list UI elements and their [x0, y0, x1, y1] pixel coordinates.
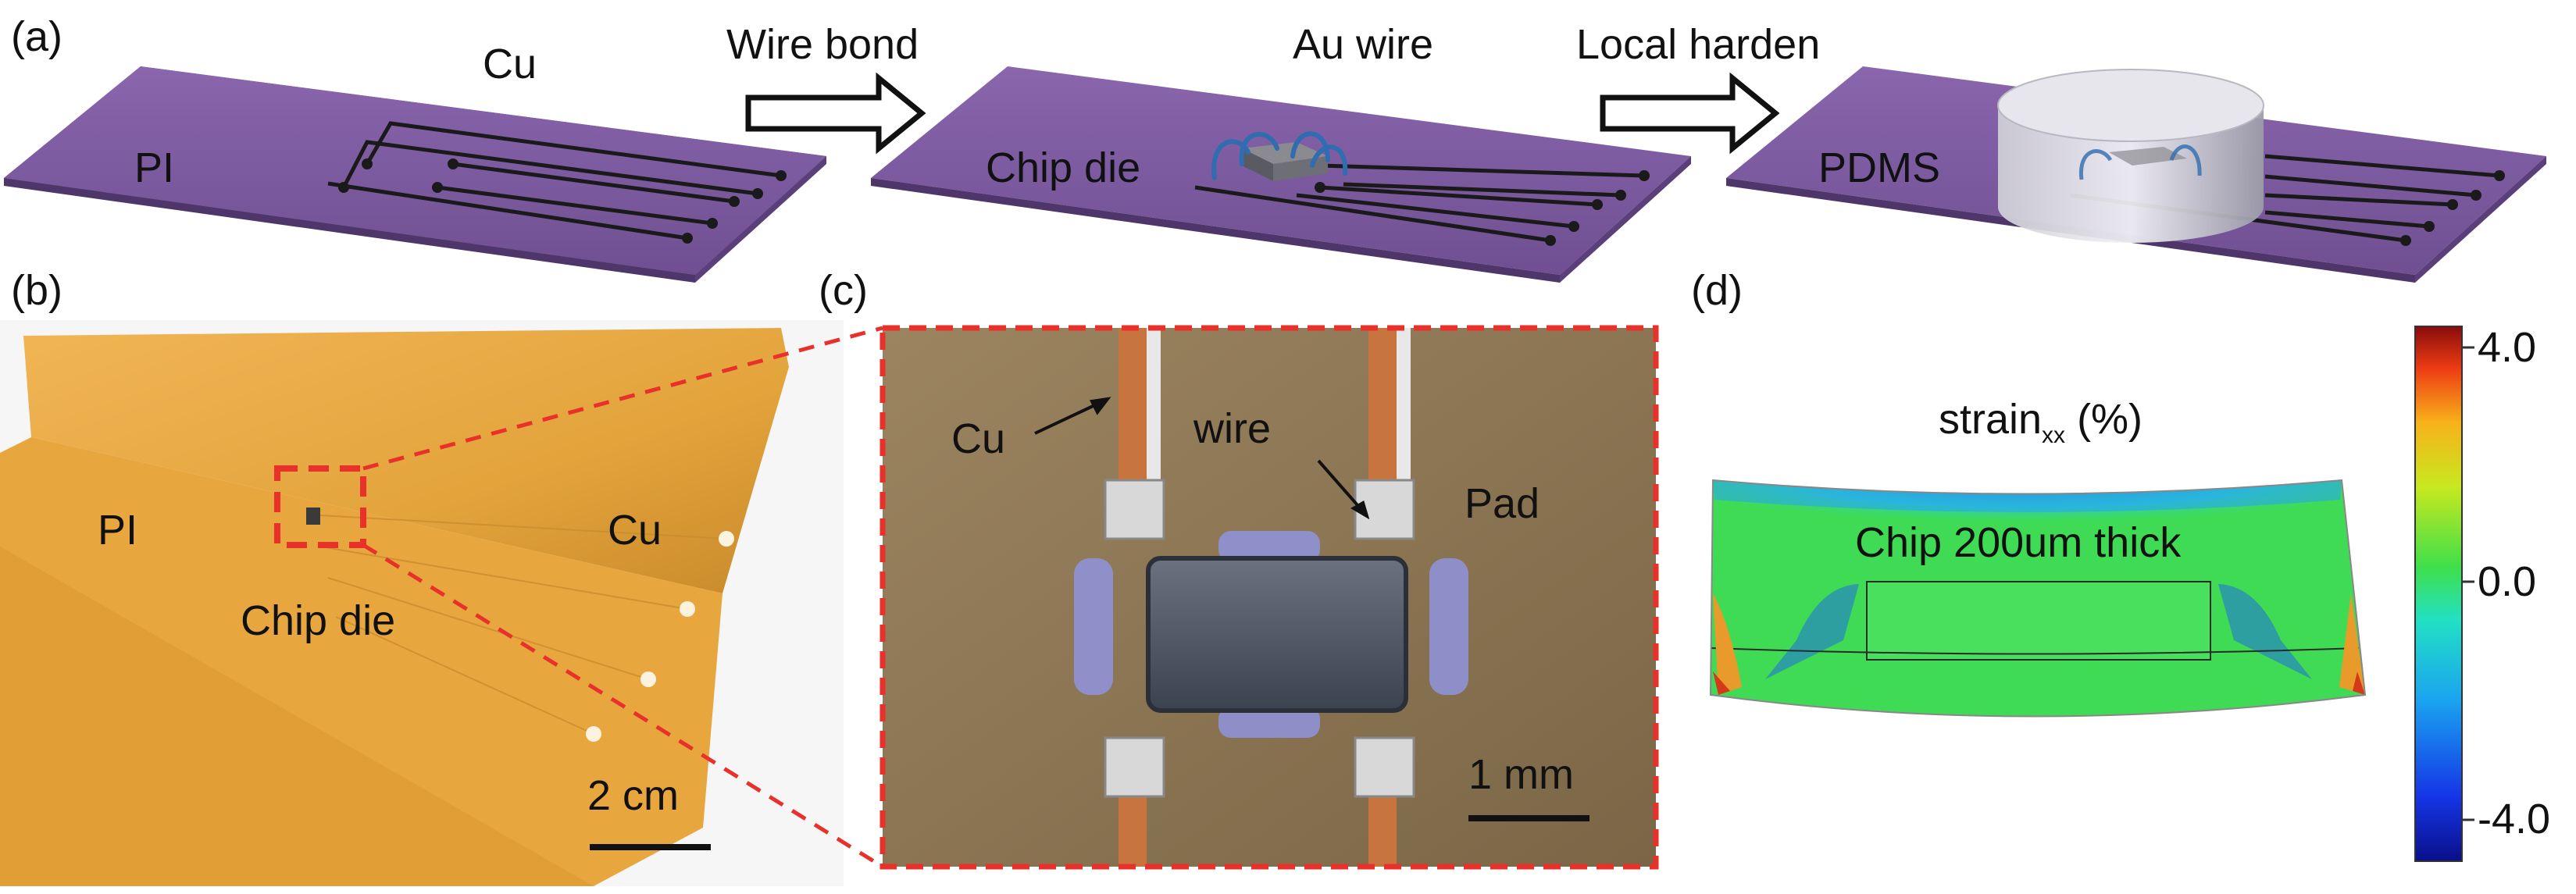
panel-c-pointer-arrows	[1034, 397, 1370, 520]
panel-d-title-unit: (%)	[2077, 396, 2143, 443]
zoom-connector-lines	[362, 326, 884, 869]
panel-a-step1-traces	[327, 121, 782, 240]
panel-c-frame	[879, 325, 1659, 870]
colorbar-min-label: -4.0	[2478, 796, 2551, 842]
panel-a-step1-substrate	[4, 66, 826, 283]
panel-d-colorbar	[2414, 326, 2474, 862]
panel-c-underfill	[1074, 531, 1468, 738]
panel-d-annotation: Chip 200um thick	[1855, 519, 2182, 566]
panel-a-au-wire-label: Au wire	[1293, 21, 1434, 68]
panel-a-arrow2	[1600, 72, 1780, 155]
panel-d-letter: (d)	[1691, 267, 1743, 314]
panel-b-chip-die-label: Chip die	[241, 597, 396, 644]
colorbar-mid-label: 0.0	[2478, 558, 2537, 605]
panel-a-arrow1	[745, 72, 926, 155]
panel-c-letter: (c)	[819, 267, 868, 314]
panel-b-chip-die-mark	[306, 508, 320, 525]
panel-d-strain-map	[1709, 479, 2367, 718]
colorbar-max-label: 4.0	[2478, 324, 2537, 371]
panel-a-letter: (a)	[11, 13, 62, 60]
panel-b-pi-label: PI	[98, 507, 138, 554]
panel-a-chip-die-label: Chip die	[986, 144, 1141, 191]
panel-c-pads	[1104, 479, 1415, 798]
panel-a-step2-substrate	[871, 66, 1691, 283]
panel-c-scale-bar-label: 1 mm	[1468, 751, 1574, 798]
panel-a-pdms-label: PDMS	[1818, 144, 1941, 191]
panel-c-micrograph	[879, 325, 1659, 870]
panel-a-pi-label: PI	[134, 144, 175, 191]
panel-b-scale-bar-label: 2 cm	[587, 772, 680, 819]
panel-a-au-wires	[1211, 131, 1348, 180]
panel-c-wire-label: wire	[1193, 405, 1272, 452]
panel-b-photo	[0, 320, 844, 886]
panel-d-title: strainxx (%)	[1939, 398, 2143, 447]
panel-d-title-sub: xx	[2042, 422, 2066, 448]
panel-a-pdms-cylinder	[1997, 69, 2264, 243]
panel-b-letter: (b)	[11, 267, 62, 314]
panel-a-local-harden-label: Local harden	[1576, 21, 1821, 68]
panel-a-wire-bond-label: Wire bond	[726, 21, 919, 68]
panel-c-cu-label: Cu	[951, 415, 1006, 462]
panel-c-pad-label: Pad	[1465, 480, 1540, 527]
panel-a-step3-substrate	[1726, 66, 2546, 283]
panel-d-title-main: strain	[1939, 396, 2043, 443]
panel-c-chip-die	[1146, 556, 1408, 713]
panel-a-cu-label: Cu	[483, 41, 537, 87]
panel-b-cu-label: Cu	[608, 507, 662, 554]
panel-b-zoom-box	[274, 465, 366, 548]
